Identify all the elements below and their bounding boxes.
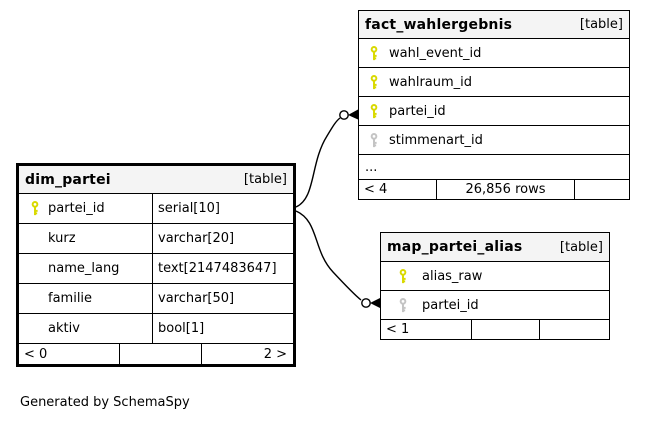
fk-arrow-fact [348,109,358,120]
table-header[interactable]: map_partei_alias [table] [381,233,609,262]
table-dim-partei[interactable]: dim_partei [table] partei_id serial[10] … [16,163,296,367]
column-type: text[2147483647] [152,254,293,283]
column-name: alias_raw [422,268,483,284]
parents-count: 2 > [201,344,293,364]
table-title[interactable]: fact_wahlergebnis [365,16,513,33]
fk-circle-map [361,298,371,308]
column-row: partei_id [381,291,609,320]
column-row: alias_raw [381,262,609,291]
row-count [119,344,201,364]
foreign-key-icon [399,297,406,312]
children-count: < 1 [386,322,410,337]
column-row: familie varchar[50] [19,284,293,314]
table-badge: [table] [243,172,287,187]
table-stats-row: < 1 [381,320,609,339]
ellipsis-label: ... [365,159,378,175]
table-header[interactable]: fact_wahlergebnis [table] [359,11,629,39]
column-row: wahlraum_id [359,68,629,97]
column-name: partei_id [422,297,479,313]
parents-count [539,320,609,339]
table-fact-wahlergebnis[interactable]: fact_wahlergebnis [table] wahl_event_id … [358,10,630,200]
column-type: bool[1] [152,314,293,343]
primary-key-icon [370,74,377,89]
children-count: < 0 [24,346,48,362]
column-name: wahlraum_id [389,74,473,90]
foreign-key-icon [370,132,377,147]
fk-arrow-map [370,298,380,308]
table-title[interactable]: map_partei_alias [387,239,523,255]
primary-key-icon [370,45,377,60]
column-row: stimmenart_id [359,126,629,155]
column-row: partei_id serial[10] [19,194,293,224]
fk-circle-fact [339,110,349,120]
more-columns-row: ... [359,155,629,180]
column-name: aktiv [48,321,80,336]
column-name: stimmenart_id [389,132,483,148]
primary-key-icon [370,103,377,118]
column-name: kurz [48,231,76,246]
table-header[interactable]: dim_partei [table] [19,166,293,194]
column-type: varchar[20] [152,224,293,253]
table-stats-row: < 0 2 > [19,344,293,364]
column-name: name_lang [48,261,120,276]
row-count [471,320,539,339]
column-name: partei_id [48,201,105,216]
primary-key-icon [399,268,406,283]
table-stats-row: < 4 26,856 rows [359,180,629,199]
generated-by-note: Generated by SchemaSpy [20,395,190,410]
fk-line-fact-partei-id [295,117,341,208]
primary-key-icon [31,201,38,216]
table-badge: [table] [579,17,623,32]
column-row: kurz varchar[20] [19,224,293,254]
column-type: serial[10] [152,194,293,223]
column-row: partei_id [359,97,629,126]
table-badge: [table] [559,239,603,255]
children-count: < 4 [364,182,388,197]
row-count: 26,856 rows [436,180,574,199]
column-name: partei_id [389,103,446,119]
table-map-partei-alias[interactable]: map_partei_alias [table] alias_raw parte… [380,232,610,340]
parents-count [574,180,629,199]
column-row: name_lang text[2147483647] [19,254,293,284]
column-row: wahl_event_id [359,39,629,68]
table-title[interactable]: dim_partei [25,171,111,188]
column-name: wahl_event_id [389,45,482,61]
column-name: familie [48,291,93,306]
column-row: aktiv bool[1] [19,314,293,344]
fk-line-map-partei-id [295,210,362,301]
column-type: varchar[50] [152,284,293,313]
